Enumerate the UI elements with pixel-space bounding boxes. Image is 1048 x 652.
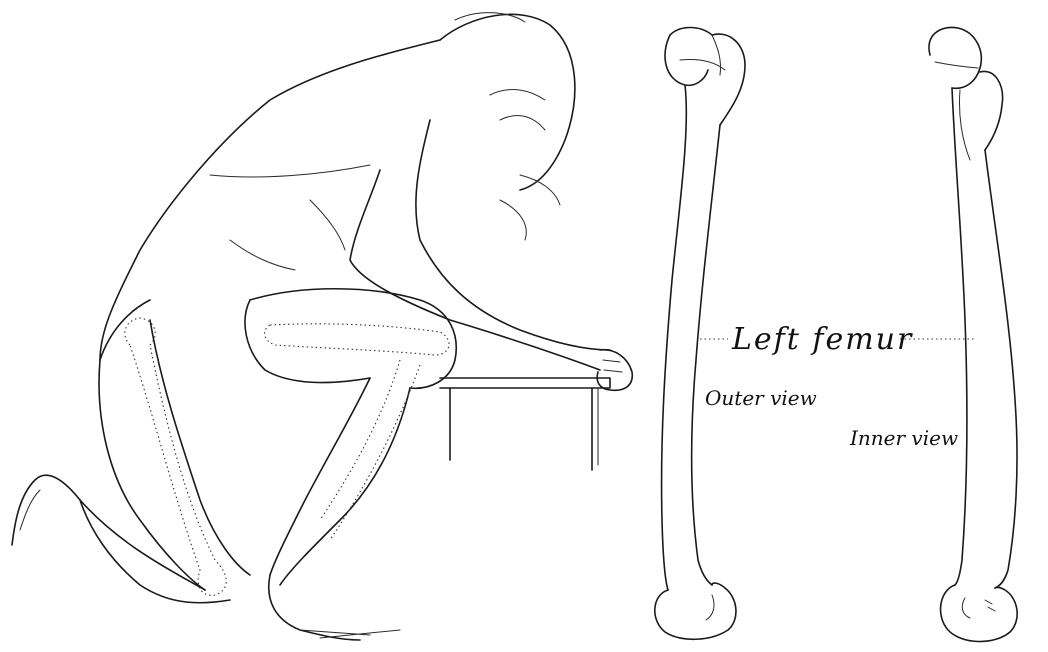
label-left-femur: Left femur bbox=[731, 322, 913, 357]
femur-inner-view bbox=[929, 27, 1017, 641]
stool bbox=[440, 378, 610, 470]
kneeling-figure bbox=[12, 13, 632, 640]
labels: Left femur Outer view Inner view bbox=[700, 322, 975, 450]
label-inner-view: Inner view bbox=[849, 426, 958, 450]
label-outer-view: Outer view bbox=[705, 386, 817, 410]
